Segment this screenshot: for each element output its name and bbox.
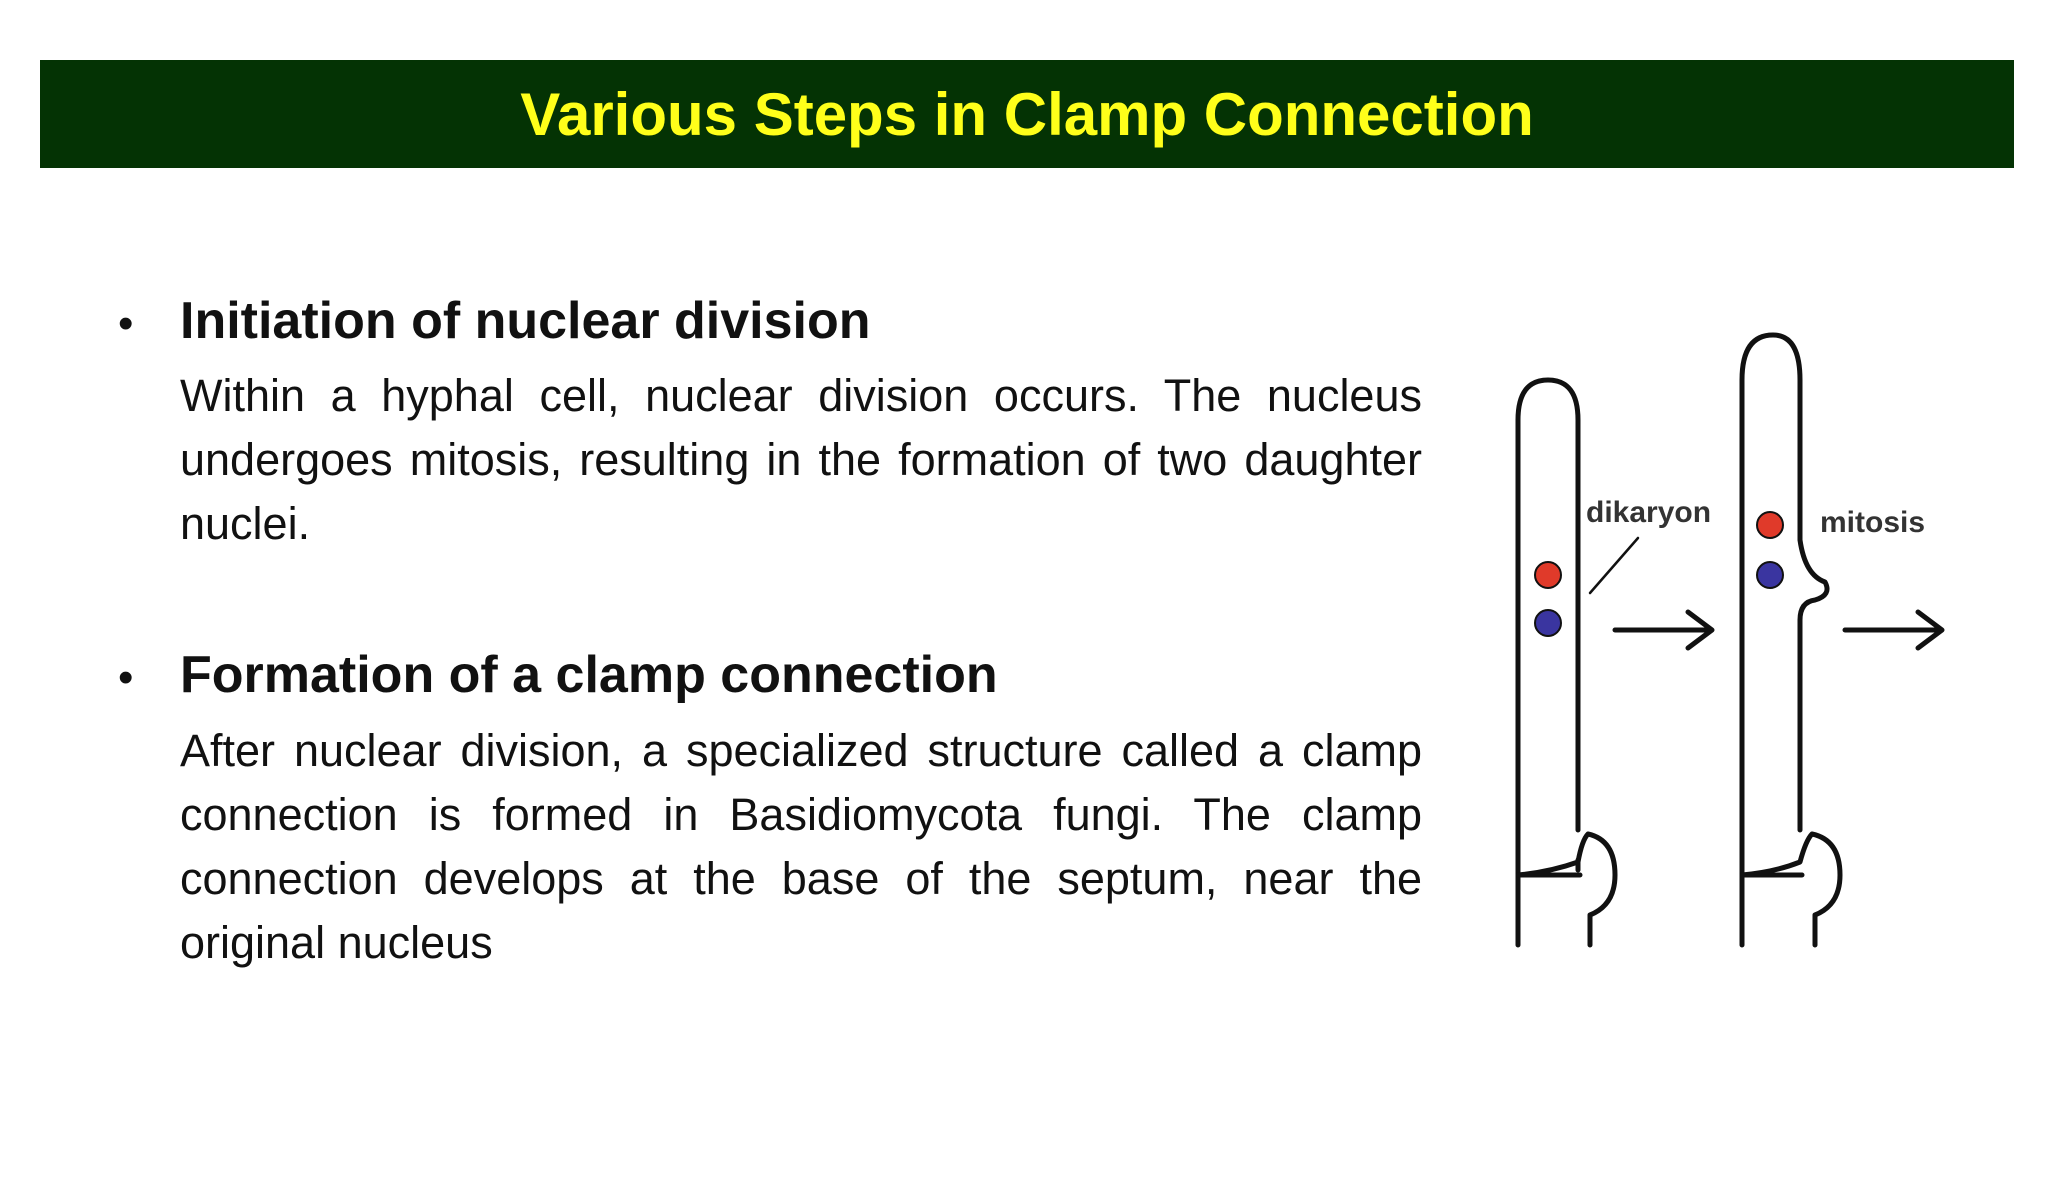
hypha-1-clamp <box>1515 831 1618 948</box>
section-clamp-formation: • Formation of a clamp connection After … <box>112 644 1422 974</box>
nucleus-red <box>1534 561 1562 589</box>
hypha-1-outline <box>1515 377 1581 948</box>
nucleus-red <box>1756 511 1784 539</box>
arrow-right-icon <box>1612 609 1715 651</box>
slide-title: Various Steps in Clamp Connection <box>520 80 1534 148</box>
dikaryon-label: dikaryon <box>1586 496 1711 529</box>
section-nuclear-division: • Initiation of nuclear division Within … <box>112 290 1422 556</box>
section-heading-row: • Initiation of nuclear division <box>112 290 1422 352</box>
slide-content: • Initiation of nuclear division Within … <box>112 290 1422 1063</box>
section-body: After nuclear division, a specialized st… <box>180 724 1422 968</box>
section-heading-row: • Formation of a clamp connection <box>112 644 1422 706</box>
hypha-2-clamp <box>1739 831 1843 948</box>
diagram-svg: dikaryon mitosis <box>1515 332 1945 948</box>
hypha-2-outline <box>1739 332 1830 948</box>
title-bar: Various Steps in Clamp Connection <box>40 60 2014 168</box>
nucleus-blue <box>1534 609 1562 637</box>
section-heading: Formation of a clamp connection <box>180 646 998 705</box>
bullet-icon: • <box>118 653 134 703</box>
section-body: Within a hyphal cell, nuclear division o… <box>180 370 1422 550</box>
mitosis-label: mitosis <box>1820 506 1925 539</box>
bullet-icon: • <box>118 299 134 348</box>
dikaryon-leader-line <box>1588 536 1640 595</box>
nucleus-blue <box>1756 561 1784 589</box>
section-heading: Initiation of nuclear division <box>180 292 871 350</box>
clamp-connection-diagram: dikaryon mitosis <box>1490 310 1970 970</box>
arrow-right-icon <box>1842 609 1945 651</box>
